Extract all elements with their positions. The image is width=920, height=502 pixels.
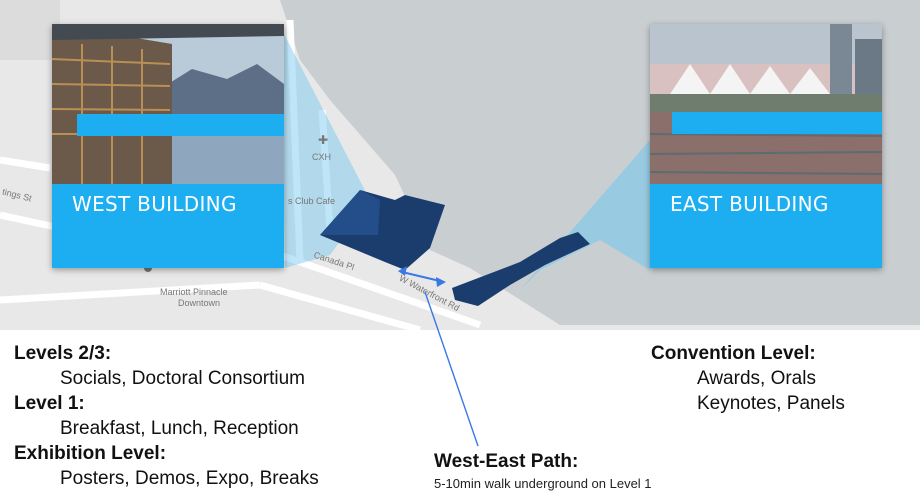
legend-heading: Exhibition Level: bbox=[14, 443, 167, 464]
west-building-strip bbox=[77, 114, 284, 136]
path-heading: West-East Path: bbox=[434, 451, 579, 472]
west-building-title: WEST BUILDING bbox=[72, 192, 237, 216]
street-west bbox=[0, 156, 51, 172]
place-label-cafe: s Club Cafe bbox=[288, 196, 336, 206]
legend-heading: Convention Level: bbox=[651, 343, 816, 364]
street-canada-place bbox=[278, 251, 482, 329]
east-building-footprint bbox=[452, 232, 590, 306]
street-hastings bbox=[0, 211, 61, 232]
street-pier-right bbox=[318, 109, 334, 231]
legend-level-23: Levels 2/3: Socials, Doctoral Consortium bbox=[14, 341, 414, 391]
legend-item: Breakfast, Lunch, Reception bbox=[60, 418, 299, 439]
street-waterfront bbox=[259, 281, 421, 330]
plus-icon: ✚ bbox=[318, 133, 328, 147]
path-arrow bbox=[398, 266, 446, 287]
legend-level-1: Level 1: Breakfast, Lunch, Reception bbox=[14, 391, 414, 441]
path-caption: West-East Path: 5-10min walk underground… bbox=[434, 451, 914, 491]
legend-item: Socials, Doctoral Consortium bbox=[60, 368, 305, 389]
west-building-photo bbox=[52, 24, 284, 184]
east-building-title: EAST BUILDING bbox=[670, 192, 829, 216]
west-building-card: WEST BUILDING bbox=[52, 24, 284, 268]
east-building-strip bbox=[672, 112, 882, 134]
legend-heading: Levels 2/3: bbox=[14, 343, 112, 364]
west-building-band bbox=[52, 184, 284, 268]
east-building-card: EAST BUILDING bbox=[650, 24, 882, 268]
legend-item: Keynotes, Panels bbox=[697, 393, 845, 414]
water-edge bbox=[0, 0, 60, 60]
legend-item: Awards, Orals bbox=[697, 368, 816, 389]
street-south bbox=[0, 281, 261, 304]
path-detail: 5-10min walk underground on Level 1 bbox=[434, 476, 652, 491]
street-network bbox=[0, 19, 482, 330]
street-pier-left bbox=[286, 19, 304, 261]
hotel-label-line2: Downtown bbox=[178, 298, 221, 308]
hotel-label-line1: Marriott Pinnacle bbox=[160, 287, 228, 297]
east-building-band bbox=[650, 184, 882, 268]
legend-level-exhibition: Exhibition Level: Posters, Demos, Expo, … bbox=[14, 441, 414, 491]
west-legend: Levels 2/3: Socials, Doctoral Consortium… bbox=[14, 341, 414, 491]
west-building-highlight bbox=[320, 190, 380, 235]
legend-item: Posters, Demos, Expo, Breaks bbox=[60, 468, 319, 489]
place-label-cxh: CXH bbox=[312, 152, 332, 162]
east-legend: Convention Level: Awards, Orals Keynotes… bbox=[651, 341, 911, 416]
legend-heading: Level 1: bbox=[14, 393, 85, 414]
